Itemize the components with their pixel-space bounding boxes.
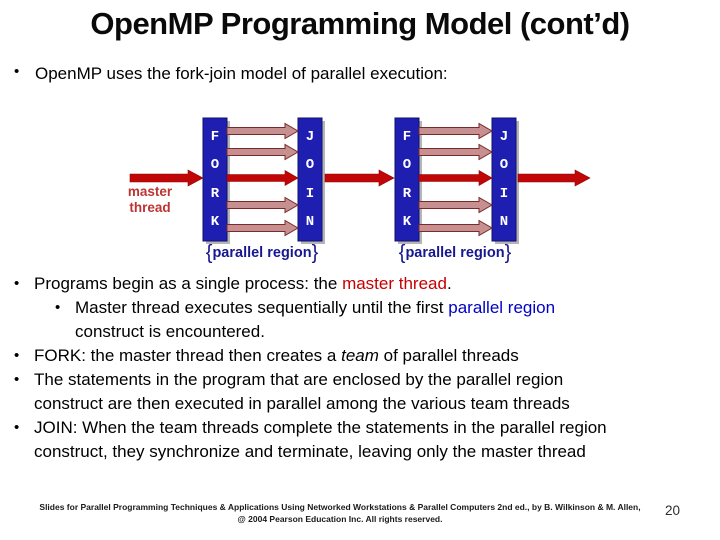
master-thread-label: master thread	[127, 184, 173, 215]
bullet-list: •Programs begin as a single process: the…	[0, 272, 712, 464]
master-thread-connector-arrow	[324, 169, 395, 187]
brace-open: {	[398, 242, 406, 264]
bullet-item: •Programs begin as a single process: the…	[0, 272, 712, 296]
brace-open: {	[205, 242, 213, 264]
team-emphasis: team	[341, 346, 379, 365]
brace-close: }	[504, 242, 512, 264]
bullet-dot: •	[14, 63, 20, 80]
master-thread-exit-arrow	[517, 169, 591, 187]
bullet-dot: •	[14, 347, 20, 364]
page-number: 20	[664, 503, 680, 518]
footer-credits: Slides for Parallel Programming Techniqu…	[30, 501, 650, 525]
fork-join-graphic	[129, 117, 591, 244]
team-thread-arrows-2	[418, 122, 494, 237]
bullet-dot: •	[14, 275, 20, 292]
footer-line-2: @ 2004 Pearson Education Inc. All rights…	[237, 514, 443, 524]
master-thread-arrows	[129, 169, 591, 187]
bullet-dot: •	[14, 371, 20, 388]
intro-bullet-text: OpenMP uses the fork-join model of paral…	[35, 64, 448, 83]
bullet-subitem: •Master thread executes sequentially unt…	[55, 298, 556, 341]
bullet-item: •FORK: the master thread then creates a …	[0, 344, 712, 368]
master-thread-highlight: master thread	[342, 274, 447, 293]
master-thread-arrow-region2	[418, 169, 493, 187]
brace-close: }	[311, 242, 319, 264]
parallel-region-label-2: {parallel region}	[398, 242, 512, 264]
bullet-item: •The statements in the program that are …	[14, 370, 570, 413]
slide-title: OpenMP Programming Model (cont’d)	[90, 6, 630, 41]
join-bar-2	[491, 117, 517, 242]
master-thread-entry-arrow	[129, 169, 204, 187]
master-thread-arrow-region1	[226, 169, 299, 187]
team-thread-arrows-1	[226, 122, 300, 237]
footer-line-1: Slides for Parallel Programming Techniqu…	[39, 502, 641, 512]
join-bar-1	[297, 117, 323, 242]
bullet-dot: •	[14, 419, 20, 436]
parallel-region-highlight: parallel region	[448, 298, 556, 317]
bullet-dot: •	[55, 299, 61, 316]
bullet-item: •JOIN: When the team threads complete th…	[14, 418, 607, 461]
parallel-region-label-1: {parallel region}	[205, 242, 319, 264]
